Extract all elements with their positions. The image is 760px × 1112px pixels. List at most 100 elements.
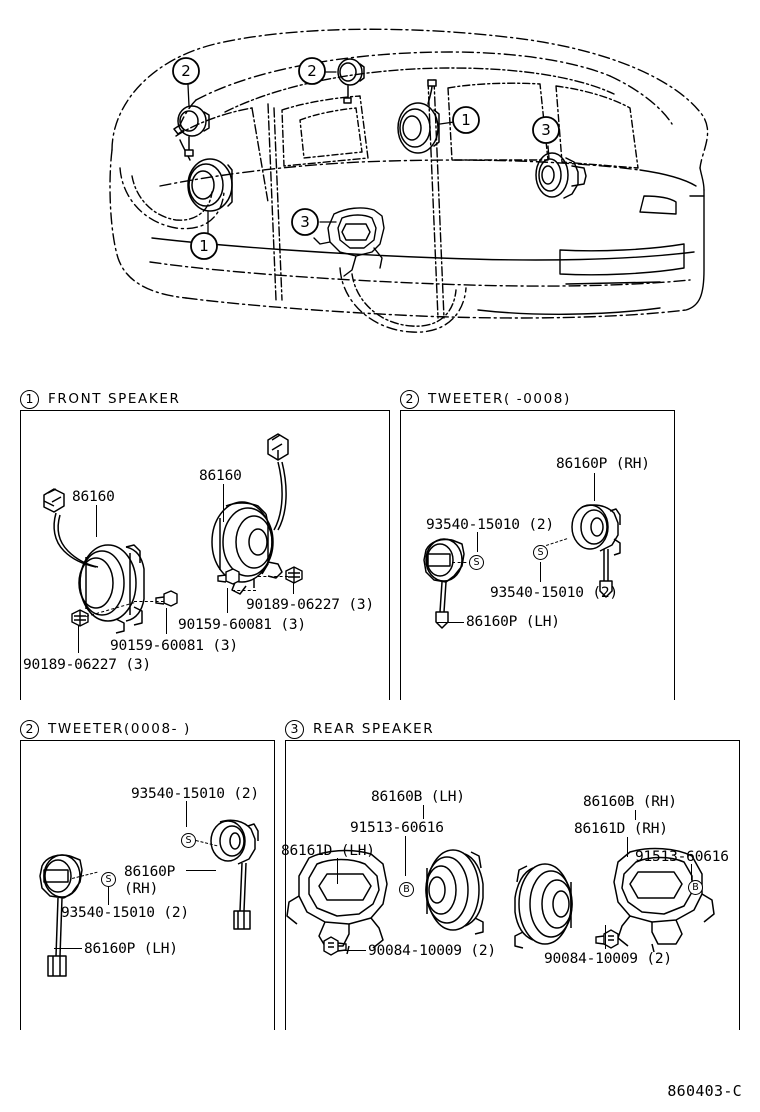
marker-s-icon: S [181, 833, 196, 848]
panel-front-speaker-body [20, 410, 390, 700]
rear-speaker-bracket-rh [588, 838, 718, 958]
front-clip-lh [68, 608, 92, 630]
leader-90189-rh [293, 582, 295, 594]
callout-number-2-b: 2 [20, 719, 39, 739]
part-number-label: 90084-10009 (2) [544, 951, 672, 967]
diagram-code: 860403-C [667, 1082, 742, 1100]
panel-tweeter-after-title: TWEETER(0008- ) [48, 721, 191, 737]
part-number-label: 86160P (LH) [466, 614, 560, 630]
marker-b-icon: B [688, 880, 703, 895]
vehicle-callout-number: 1 [461, 111, 471, 129]
part-number-label: 90159-60081 (3) [110, 638, 238, 654]
part-number-label: 90084-10009 (2) [368, 943, 496, 959]
part-number-label: 86160B (RH) [583, 794, 677, 810]
leader-90084-rh [605, 925, 607, 949]
panel-rear-speaker-header: 3 REAR SPEAKER [285, 718, 740, 740]
rear-bolt-lh [320, 935, 350, 959]
part-number-label: 93540-15010 (2) [490, 585, 618, 601]
panel-tweeter-after-body [20, 740, 275, 1030]
panel-front-speaker-title: FRONT SPEAKER [48, 391, 181, 407]
dashline-front-lh-bolt [134, 601, 164, 602]
leader-86160p-rh-before [594, 473, 596, 501]
leader-86160-rh [223, 484, 225, 522]
part-number-label: 90189-06227 (3) [246, 597, 374, 613]
vehicle-callout-number: 2 [181, 62, 191, 80]
tweeter-rh-artwork-after [196, 813, 276, 943]
leader-90159-rh [227, 588, 229, 613]
rear-bolt-rh [592, 928, 622, 952]
leader-91513-lh [405, 836, 407, 876]
leader-86160p-lh-before [437, 622, 464, 624]
panel-rear-speaker: 3 REAR SPEAKER [285, 718, 740, 1030]
marker-s-icon: S [101, 872, 116, 887]
panel-rear-speaker-body [285, 740, 740, 1030]
panel-tweeter-after-header: 2 TWEETER(0008- ) [20, 718, 275, 740]
dashline-tweeter-lh-before [452, 562, 472, 563]
part-number-label: 93540-15010 (2) [426, 517, 554, 533]
vehicle-callout-circle [291, 208, 319, 236]
leader-90189-lh [78, 625, 80, 653]
panel-front-speaker: 1 FRONT SPEAKER [20, 388, 390, 700]
panel-tweeter-before-0008: 2 TWEETER( -0008) [400, 388, 675, 700]
panel-tweeter-before-body [400, 410, 675, 700]
leader-91513-rh [691, 864, 693, 880]
leader-90084-lh [338, 950, 366, 952]
marker-s-icon: S [469, 555, 484, 570]
front-speaker-rh-artwork [190, 432, 380, 622]
panel-rear-speaker-title: REAR SPEAKER [313, 721, 435, 737]
vehicle-callout-number: 3 [300, 213, 310, 231]
vehicle-callout-number: 2 [307, 62, 317, 80]
callout-number-1: 1 [20, 389, 39, 409]
part-number-label: 86160P [124, 864, 176, 880]
part-number-label: 86161D (RH) [574, 821, 668, 837]
leader-86160b-lh [423, 805, 425, 819]
marker-s-icon: S [533, 545, 548, 560]
leader-86160b-rh [635, 810, 637, 820]
part-number-label: 86160P (RH) [556, 456, 650, 472]
vehicle-illustration: 2 2 1 3 3 1 [0, 0, 760, 375]
vehicle-callout-circle [452, 106, 480, 134]
rear-speaker-rh [505, 852, 595, 962]
vehicle-callout-number: 1 [199, 237, 209, 255]
vehicle-callout-circle [532, 116, 560, 144]
tweeter-lh-artwork-before [418, 534, 488, 634]
vehicle-callout-circle [190, 232, 218, 260]
vehicle-callout-circle [298, 57, 326, 85]
rear-speaker-bracket-lh [285, 840, 415, 960]
front-speaker-lh-artwork [30, 475, 200, 640]
vehicle-callout-number: 3 [541, 121, 551, 139]
front-clip-rh [282, 565, 306, 587]
tweeter-rh-artwork-before [560, 495, 640, 605]
leader-93540-a-after [186, 801, 188, 827]
part-number-label: 86160 [72, 489, 115, 505]
front-bolt-lh [154, 590, 180, 612]
panel-tweeter-before-header: 2 TWEETER( -0008) [400, 388, 675, 410]
leader-86160p-lh-after [54, 948, 82, 950]
leader-86161d-lh [337, 858, 339, 884]
callout-number-2-a: 2 [400, 389, 419, 409]
part-number-label: 86161D (LH) [281, 843, 375, 859]
leader-86160p-rh-after [186, 870, 216, 872]
part-number-label: 86160P (LH) [84, 941, 178, 957]
rear-speaker-lh [405, 838, 495, 948]
part-number-label: 91513-60616 [635, 849, 729, 865]
leader-93540-a-before [477, 532, 479, 552]
tweeter-lh-artwork-after [30, 848, 110, 988]
panel-tweeter-before-title: TWEETER( -0008) [428, 391, 571, 407]
part-number-label: 93540-15010 (2) [61, 905, 189, 921]
leader-93540-b-after [108, 885, 110, 905]
part-number-label: 86160 [199, 468, 242, 484]
front-bolt-rh [216, 568, 242, 590]
leader-86161d-rh [627, 837, 629, 857]
part-number-label: 90189-06227 (3) [23, 657, 151, 673]
leader-90159-lh [166, 608, 168, 634]
callout-number-3: 3 [285, 719, 304, 739]
leader-93540-b-before [540, 562, 542, 582]
panel-front-speaker-header: 1 FRONT SPEAKER [20, 388, 390, 410]
part-number-label: 90159-60081 (3) [178, 617, 306, 633]
part-number-label: 86160B (LH) [371, 789, 465, 805]
part-number-label: (RH) [124, 881, 159, 897]
marker-b-icon: B [399, 882, 414, 897]
dashline-front-rh-bolt [232, 590, 256, 591]
